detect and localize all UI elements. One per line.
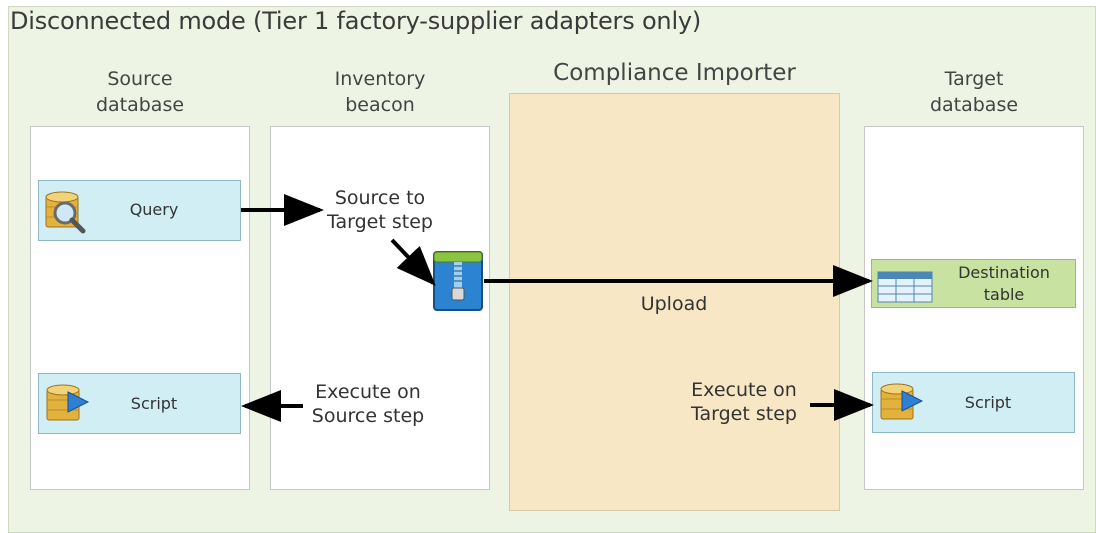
query-node[interactable]: Query [38,180,241,241]
target-script-node[interactable]: Script [872,372,1075,433]
destination-table-label-line1: Destination [958,263,1050,282]
source-script-label: Script [130,394,178,413]
database-play-icon [46,384,90,421]
execute-on-target-step-line2: Target step [691,403,797,425]
column-heading-target: Target database [864,66,1084,118]
database-play-icon [880,383,924,420]
column-heading-target-line1: Target [944,68,1004,90]
compliance-importer-panel [509,93,840,511]
column-heading-target-line2: database [929,94,1019,116]
execute-on-source-step-line2: Source step [311,405,425,427]
target-script-label: Script [964,393,1012,412]
zip-package-icon[interactable] [432,250,484,312]
destination-table-label: Destination table [934,262,1074,306]
execute-on-source-step-line1: Execute on [315,381,421,403]
source-to-target-step-label: Source to Target step [310,186,450,234]
database-search-icon [45,191,86,234]
execute-on-source-step-label: Execute on Source step [298,380,438,428]
table-icon [877,271,933,303]
column-heading-source: Source database [30,66,250,118]
column-heading-source-line2: database [95,94,185,116]
diagram-title: Disconnected mode (Tier 1 factory-suppli… [10,7,702,35]
column-heading-beacon-line1: Inventory [334,68,426,90]
destination-table-label-line2: table [983,285,1025,304]
source-script-node[interactable]: Script [38,373,241,434]
source-to-target-step-line2: Target step [327,211,433,233]
execute-on-target-step-line1: Execute on [691,379,797,401]
column-heading-source-line1: Source [107,68,173,90]
destination-table-node[interactable]: Destination table [871,259,1076,308]
upload-label: Upload [640,293,708,315]
compliance-importer-title: Compliance Importer [553,60,796,86]
target-database-panel [864,126,1084,490]
source-to-target-step-line1: Source to [334,187,426,209]
column-heading-beacon-line2: beacon [345,94,415,116]
query-label: Query [129,200,179,219]
column-heading-beacon: Inventory beacon [270,66,490,118]
execute-on-target-step-label: Execute on Target step [674,378,814,426]
